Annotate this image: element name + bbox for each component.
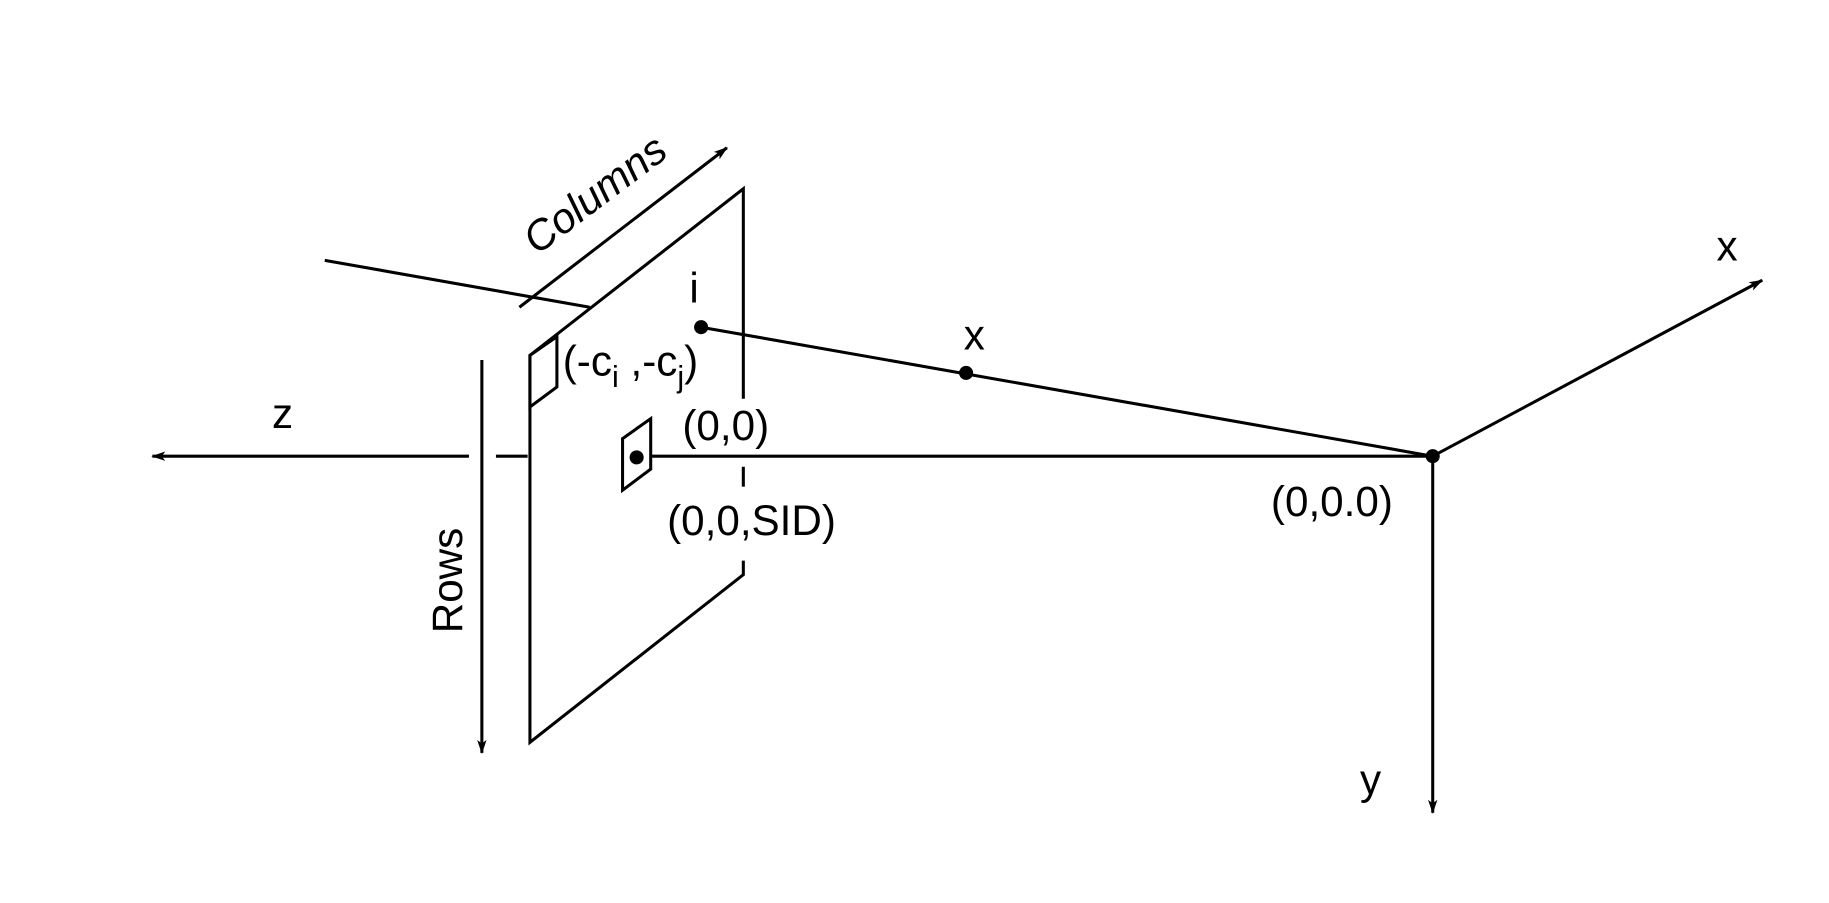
point-x-dot <box>959 365 974 380</box>
columns-arrow <box>518 146 728 309</box>
pixel-i-label: i <box>689 265 698 312</box>
detector-origin-label: (0,0) <box>682 402 769 449</box>
pixel-i-dot <box>694 320 709 335</box>
x-axis-arrow <box>1431 278 1764 458</box>
center-pixel <box>621 415 653 494</box>
columns-label: Columns <box>514 125 675 263</box>
x-axis-label: x <box>1716 222 1737 269</box>
y-axis-label: y <box>1360 756 1382 803</box>
detector-plane <box>528 185 745 746</box>
z-axis-label: z <box>272 390 293 437</box>
ray-source-to-pixel <box>700 325 1433 458</box>
point-x-label: x <box>964 311 985 358</box>
detector-center-label: (0,0,SID) <box>667 497 836 544</box>
corner-pixel <box>528 333 559 410</box>
source-origin-label: (0,0.0) <box>1271 478 1393 525</box>
ray-before-detector <box>324 258 591 309</box>
corner-pixel-label: (-ci ,-cj) <box>563 337 698 394</box>
center-pixel-dot <box>629 450 644 465</box>
rows-label: Rows <box>424 528 471 634</box>
